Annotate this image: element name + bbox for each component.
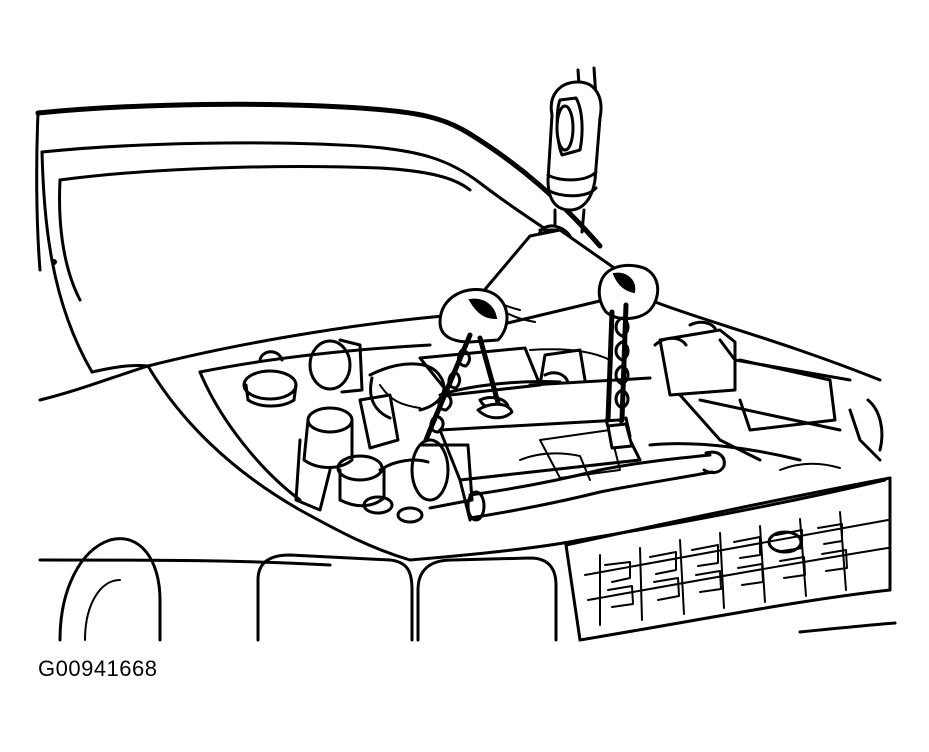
fender-and-body xyxy=(38,298,897,642)
lifting-chain-left xyxy=(423,332,503,443)
grille-slats xyxy=(584,511,889,626)
engine-bay xyxy=(198,320,884,524)
figure-id-label: G00941668 xyxy=(38,656,158,681)
hook-right xyxy=(597,263,660,320)
hook-left xyxy=(438,288,509,344)
raised-hood xyxy=(35,101,603,374)
engine-lift-bracket xyxy=(476,402,634,450)
